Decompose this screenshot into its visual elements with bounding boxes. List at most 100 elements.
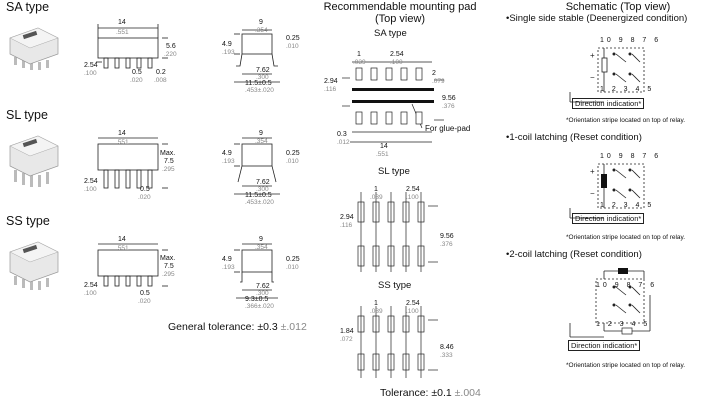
pad-ss-d3-in: .072 — [340, 336, 353, 343]
pad-sa-d4-in: .079 — [432, 78, 445, 85]
pad-ss-heading: SS type — [378, 280, 412, 291]
schematic-3-direction: Direction indication* — [568, 340, 641, 351]
sl-span: 7.62 — [256, 179, 270, 186]
side-view-sa — [234, 29, 280, 83]
schematic-1-diagram: +− — [569, 47, 645, 103]
sa-lead: 0.25 — [286, 35, 300, 42]
schematic-2-bot-pins: 1 2 3 4 5 — [600, 202, 655, 209]
pad-subtitle: (Top view) — [374, 13, 426, 25]
relay-photo-sa — [9, 27, 59, 70]
pad-sl-d2-in: .100 — [406, 194, 419, 201]
sl-pitch-in: .100 — [84, 186, 97, 193]
pad-sa-d7-in: .551 — [376, 151, 389, 158]
type-heading-sl: SL type — [6, 108, 48, 122]
ss-h-in: .295 — [162, 271, 175, 278]
schematic-2-top-pins: 10 9 8 7 6 — [600, 153, 662, 160]
sa-lead-in: .010 — [286, 43, 299, 50]
front-view-ss — [97, 243, 168, 287]
sa-side-in: .193 — [222, 49, 235, 56]
pad-sa-d1-in: .039 — [353, 59, 366, 66]
sa-len-in: .551 — [116, 29, 129, 36]
sl-side: 4.9 — [222, 150, 232, 157]
schematic-3-diagram — [569, 268, 651, 338]
sl-tot: 11.5±0.5 — [245, 192, 272, 199]
pad-sa-d6: 0.3 — [337, 131, 347, 138]
pad-ss-d2: 2.54 — [406, 300, 420, 307]
pad-tolerance: Tolerance: ±0.1 ±.004 — [380, 387, 481, 399]
ss-pin-in: .020 — [138, 298, 151, 305]
ss-pitch: 2.54 — [84, 282, 98, 289]
general-tolerance: General tolerance: ±0.3 ±.012 — [168, 321, 307, 333]
front-view-sa — [96, 24, 168, 69]
sl-lead-in: .010 — [286, 158, 299, 165]
sa-pin2-in: .008 — [154, 77, 167, 84]
ss-side-in: .193 — [222, 264, 235, 271]
pad-sa-glue: For glue-pad — [425, 124, 471, 133]
pad-sl-d5: 9.56 — [440, 233, 454, 240]
ss-len-in: .551 — [116, 245, 129, 252]
pad-sa-d1: 1 — [357, 51, 361, 58]
pad-sa-d2-in: .100 — [390, 59, 403, 66]
pad-sa-heading: SA type — [374, 28, 407, 39]
type-heading-ss: SS type — [6, 214, 50, 228]
sl-pin-in: .020 — [138, 194, 151, 201]
svg-text:+: + — [590, 167, 595, 176]
pad-title: Recommendable mounting pad — [323, 1, 477, 13]
sl-lead: 0.25 — [286, 150, 300, 157]
side-view-sl — [234, 137, 280, 195]
svg-text:+: + — [590, 51, 595, 60]
sa-pin-in: .020 — [130, 77, 143, 84]
sl-len-in: .551 — [116, 139, 129, 146]
pad-layout-sl — [357, 192, 438, 272]
sl-tot-in: .453±.020 — [245, 199, 274, 206]
relay-photo-sl — [9, 135, 59, 187]
sl-h-in: .295 — [162, 166, 175, 173]
pad-sa-d5: 9.56 — [442, 95, 456, 102]
pad-sa-d4: 2 — [432, 70, 436, 77]
sa-w-in: .354 — [255, 27, 268, 34]
sl-pitch: 2.54 — [84, 178, 98, 185]
schematic-1-direction: Direction indication* — [572, 98, 645, 109]
sl-h: 7.5 — [164, 158, 174, 165]
ss-lead: 0.25 — [286, 256, 300, 263]
sl-len: 14 — [118, 130, 126, 137]
pad-sl-d5-in: .376 — [440, 241, 453, 248]
pad-ss-d3: 1.84 — [340, 328, 354, 335]
sa-tot-in: .453±.020 — [245, 87, 274, 94]
pad-sl-d1-in: .039 — [370, 194, 383, 201]
sa-h: 5.6 — [166, 43, 176, 50]
sa-span-in: .300 — [256, 74, 269, 81]
schematic-1-heading: •Single side stable (Deenergized conditi… — [506, 13, 688, 24]
schematic-title: Schematic (Top view) — [565, 1, 671, 13]
pad-layout-sa — [342, 61, 444, 143]
ss-pin: 0.5 — [140, 290, 150, 297]
ss-tot-in: .366±.020 — [245, 303, 274, 310]
ss-h: 7.5 — [164, 263, 174, 270]
pad-sl-d3-in: .116 — [340, 222, 353, 229]
pad-ss-d1: 1 — [374, 300, 378, 307]
schematic-3-heading: •2-coil latching (Reset condition) — [506, 249, 642, 260]
sa-side: 4.9 — [222, 41, 232, 48]
type-heading-sa: SA type — [6, 0, 50, 14]
pad-sl-heading: SL type — [378, 166, 410, 177]
pad-sa-d7: 14 — [380, 143, 388, 150]
sa-tot: 11.5±0.5 — [245, 80, 272, 87]
schematic-2-direction: Direction indication* — [572, 213, 645, 224]
sl-span-in: .300 — [256, 186, 269, 193]
schematic-3-note: *Orientation stripe located on top of re… — [566, 362, 686, 369]
pad-sa-d5-in: .376 — [442, 103, 455, 110]
ss-pitch-in: .100 — [84, 290, 97, 297]
sa-h-in: .220 — [164, 51, 177, 58]
sa-pin2: 0.2 — [156, 69, 166, 76]
pad-ss-d5-in: .333 — [440, 352, 453, 359]
schematic-2-diagram: +− — [569, 163, 645, 219]
front-view-sl — [97, 137, 168, 189]
pad-sa-d6-in: .012 — [337, 139, 350, 146]
pad-sa-d3-in: .116 — [324, 86, 337, 93]
svg-text:−: − — [590, 189, 595, 198]
pad-sl-d1: 1 — [374, 186, 378, 193]
schematic-3-top-pins: 10 9 8 7 6 — [596, 282, 658, 289]
side-view-ss — [234, 243, 278, 299]
sl-pin: 0.5 — [140, 186, 150, 193]
sa-w: 9 — [259, 19, 263, 26]
